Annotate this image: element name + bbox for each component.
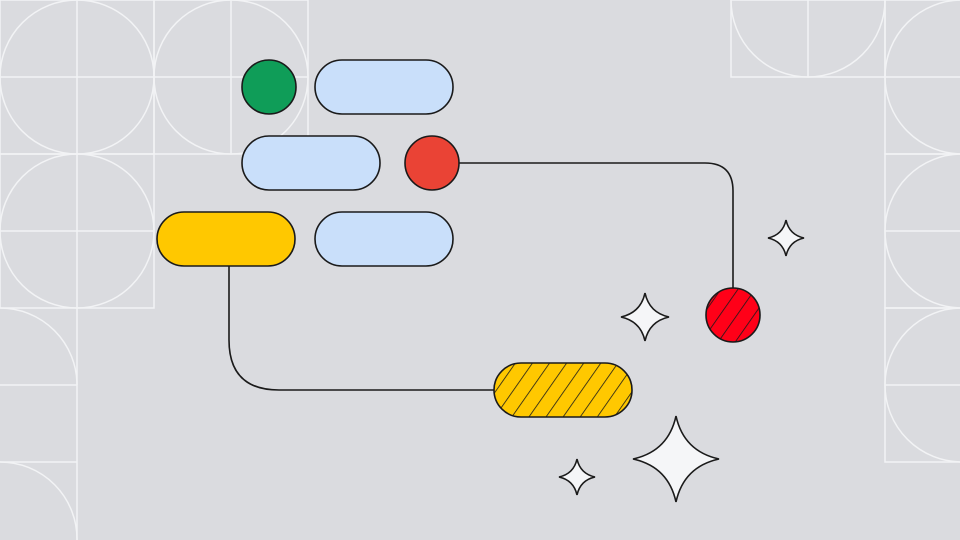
- red-dot: [404, 135, 460, 191]
- sparkle-icon: [632, 415, 720, 503]
- connector-red: [459, 162, 734, 290]
- connector-yellow: [228, 266, 494, 391]
- background-grid-right: [730, 0, 960, 463]
- blue-pill-3: [314, 211, 454, 267]
- yellow-pill: [156, 211, 296, 267]
- blue-pill-1: [314, 59, 454, 115]
- hatched-yellow-pill: [493, 362, 633, 418]
- blue-pill-2: [241, 135, 381, 191]
- green-dot: [241, 59, 297, 115]
- sparkle-icon: [767, 219, 805, 257]
- sparkle-icon: [620, 292, 670, 342]
- sparkle-icon: [558, 458, 596, 496]
- hatched-red-dot: [705, 287, 761, 343]
